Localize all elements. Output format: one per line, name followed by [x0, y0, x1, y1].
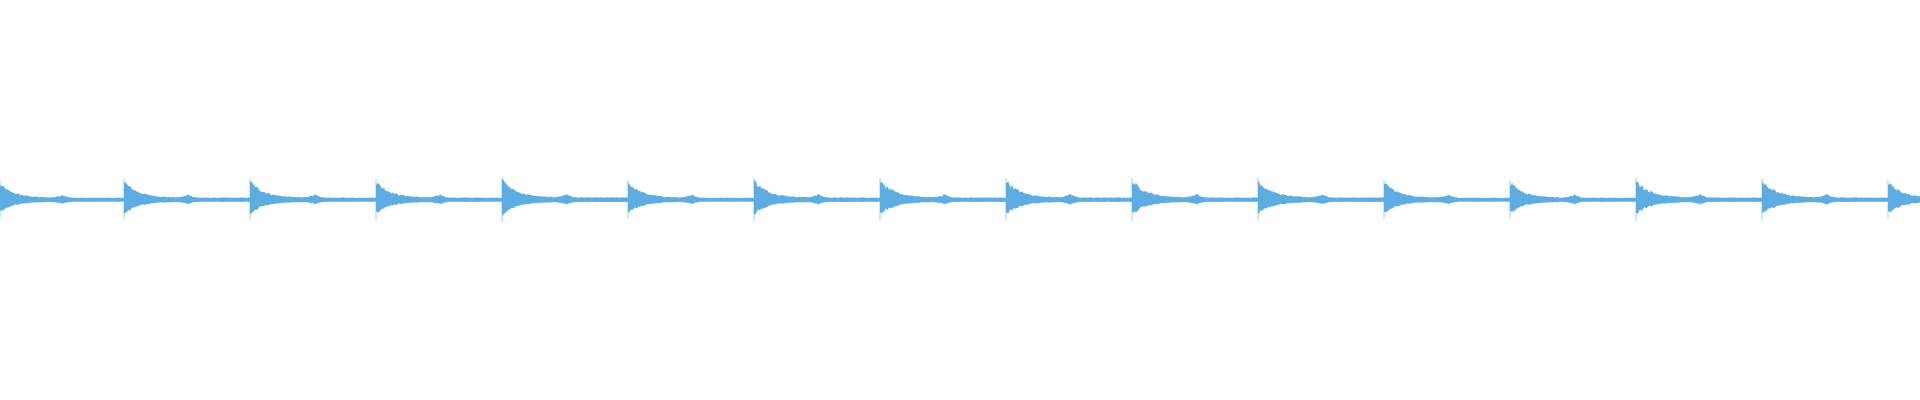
waveform-beat-9 [1005, 178, 1133, 221]
waveform-beat-8 [879, 178, 1007, 221]
waveform-beat-15 [1761, 178, 1889, 221]
waveform-beat-2 [123, 179, 251, 220]
waveform-beat-1 [0, 180, 125, 219]
waveform-beat-3 [249, 179, 377, 220]
waveform-beat-12 [1383, 180, 1511, 219]
waveform-beat-16 [1887, 180, 1920, 219]
waveform-beat-6 [627, 180, 755, 219]
waveform-beat-4 [375, 179, 503, 220]
waveform-beat-5 [501, 177, 629, 222]
waveform-track [0, 177, 1920, 222]
waveform-beat-14 [1635, 178, 1763, 221]
waveform-beat-7 [753, 178, 881, 221]
waveform-beat-11 [1257, 178, 1385, 221]
waveform-beat-13 [1509, 180, 1637, 219]
waveform-beat-10 [1131, 178, 1259, 221]
